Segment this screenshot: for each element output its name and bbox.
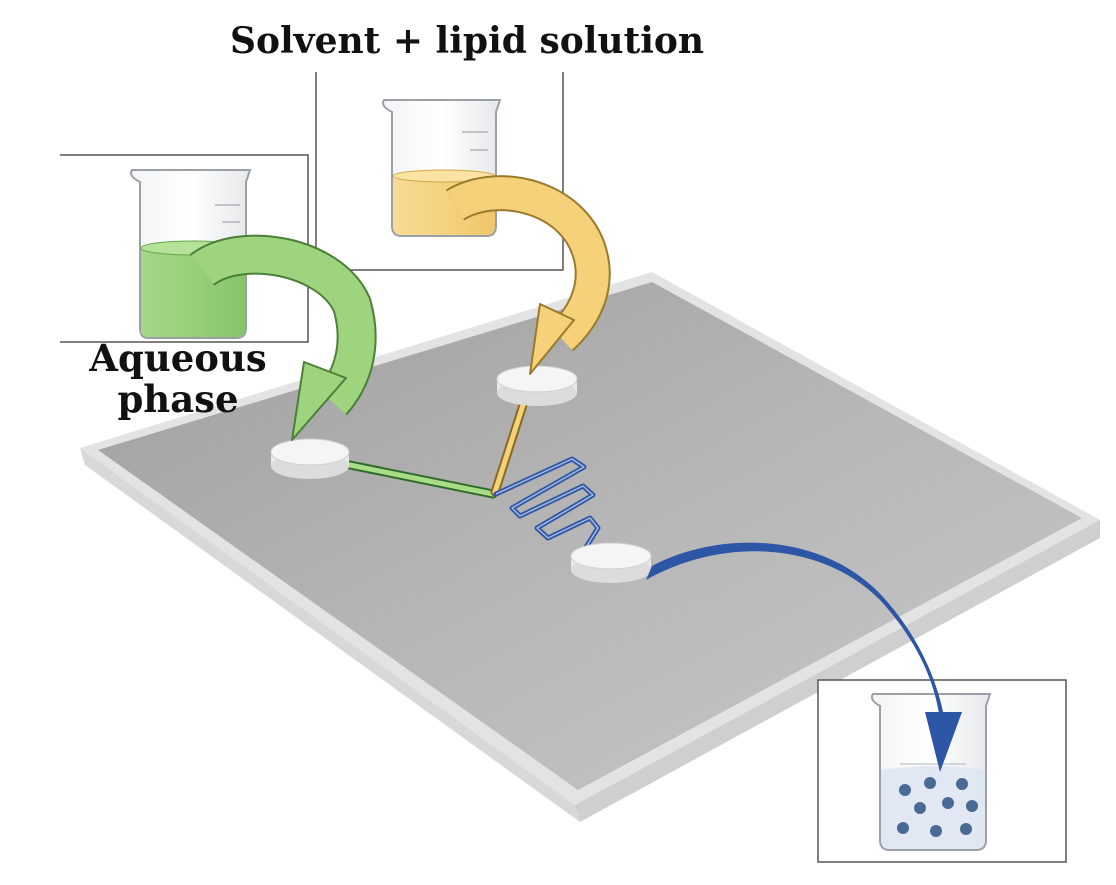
green-flow-arrow [189,234,377,441]
solvent-lipid-beaker-box [315,72,564,271]
yellow-inlet-channel [490,397,529,497]
aqueous-label-line1: Aqueous [89,336,267,380]
aqueous-label-line2: phase [117,376,239,421]
serpentine-mixing-channel [493,456,601,563]
outlet-well [570,542,652,583]
output-beaker-icon [870,693,992,851]
blue-flow-arrow [646,542,962,772]
yellow-flow-arrow [445,175,611,375]
solvent-lipid-label: Solvent + lipid solution [230,20,705,62]
aqueous-phase-label: Aqueous phase [78,338,278,419]
green-inlet-channel [340,459,498,499]
aqueous-inlet-well [270,438,350,479]
lipid-inlet-well [496,365,578,406]
nanoparticle-dots [897,777,978,837]
lipid-beaker-icon [382,99,502,237]
